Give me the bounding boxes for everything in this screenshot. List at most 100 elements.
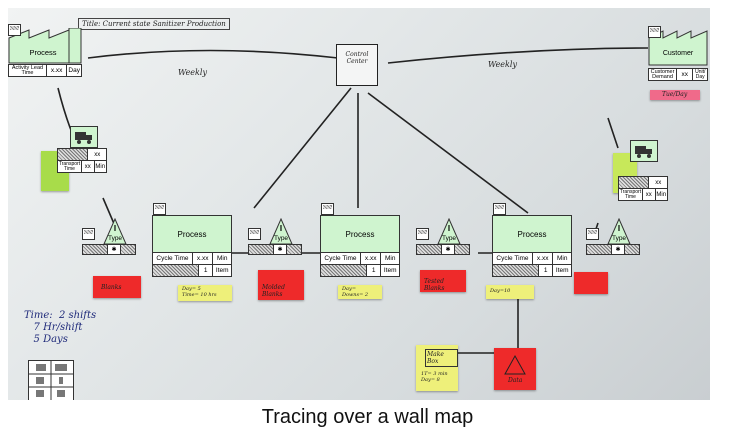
transport-right-unit: Min	[656, 191, 667, 198]
customer-data-box: Customer Demand xx Unit/ Day	[648, 68, 708, 81]
supplier-title: Process	[29, 48, 57, 57]
legend-grid-icon	[29, 361, 73, 400]
process-1-ct-label: Cycle Time	[153, 253, 193, 264]
day-note-1: Day= 5 Time= 10 hrs	[182, 286, 217, 298]
sticky-red-bottom: Data	[494, 348, 536, 390]
transport-box-right: xx Transport Time xx Min	[618, 176, 668, 201]
sticky-yellow-3: Day=10	[486, 285, 534, 299]
process-3-qty: 1	[539, 265, 554, 276]
transport-left-value2: xx	[82, 161, 95, 172]
process-3-ct-label: Cycle Time	[493, 253, 533, 264]
process-3-hatch	[493, 265, 539, 276]
transport-left-value: xx	[94, 151, 101, 158]
inventory-1-symbol: I	[113, 224, 117, 233]
sticky-yellow-2: Day= Downs= 2	[338, 285, 382, 299]
inventory-1-x-icon: ✱	[108, 245, 121, 254]
factory-icon	[8, 28, 82, 64]
supplier-factory: Process Activity Lead Time x.xx Day	[8, 20, 90, 90]
truck-icon-right	[635, 146, 652, 158]
process-2-title: Process	[321, 216, 399, 253]
customer-mini-icon	[648, 26, 661, 38]
supplier-row-label: Activity Lead Time	[9, 65, 47, 76]
inventory-4: I Type ✱	[586, 218, 640, 258]
sticky-pink-customer: Tue/Day	[650, 90, 700, 100]
day-note-2: Day= Downs= 2	[342, 286, 369, 298]
process-3-title: Process	[493, 216, 571, 253]
inventory-3-x-icon: ✱	[442, 245, 455, 254]
sticky-yellow-1: Day= 5 Time= 10 hrs	[178, 285, 232, 301]
inventory-4-x-icon: ✱	[612, 245, 625, 254]
inventory-4-mini-icon	[586, 228, 599, 240]
process-3-mini-icon	[493, 203, 506, 215]
red-bottom-label: Data	[508, 377, 523, 384]
process-1-mini-icon	[153, 203, 166, 215]
supplier-data-box: Activity Lead Time x.xx Day	[8, 64, 82, 77]
process-1-qty: 1	[199, 265, 214, 276]
control-center-label: Control Center	[345, 51, 369, 65]
wall-map-photo: Title: Current state Sanitizer Productio…	[8, 8, 710, 400]
truck-icon	[75, 132, 92, 144]
transport-right-value: xx	[655, 179, 662, 186]
process-3-qty-unit: Item	[555, 267, 569, 274]
inventory-2-type: Type	[273, 235, 289, 242]
process-1-title: Process	[153, 216, 231, 253]
inventory-3-type: Type	[441, 235, 457, 242]
truck-right	[630, 140, 658, 162]
inventory-1-mini-icon	[82, 228, 95, 240]
process-2-ct-label: Cycle Time	[321, 253, 361, 264]
customer-title: Customer	[662, 50, 694, 57]
legend-grid	[28, 360, 74, 400]
blanks2-label: Molded Blanks	[262, 284, 285, 298]
weekly-left-label: Weekly	[178, 68, 207, 77]
pink-customer-label: Tue/Day	[662, 91, 688, 98]
process-2-mini-icon	[321, 203, 334, 215]
process-box-1: Process Cycle Time x.xx Min 1 Item	[152, 203, 232, 277]
title-scribble: Title: Current state Sanitizer Productio…	[78, 18, 230, 30]
inventory-1-type: Type	[107, 235, 123, 242]
caption: Tracing over a wall map	[261, 406, 474, 428]
inventory-2-bar: ✱	[248, 244, 302, 255]
transport-left-unit: Min	[95, 163, 106, 170]
transport-right-label: Transport Time	[619, 189, 643, 200]
triangle-mark	[504, 354, 526, 375]
process-box-3: Process Cycle Time x.xx Min 1 Item	[492, 203, 572, 277]
process-3-ct-value: x.xx	[533, 253, 554, 264]
process-2-ct-value: x.xx	[361, 253, 382, 264]
inventory-2-mini-icon	[248, 228, 261, 240]
inventory-4-bar: ✱	[586, 244, 640, 255]
inventory-4-type: Type	[611, 235, 627, 242]
transport-right-hatch	[619, 177, 650, 188]
supplier-mini-icon	[8, 24, 21, 36]
process-2-qty-unit: Item	[383, 267, 397, 274]
sticky-make-box: Make Box 1T= 3 min Day= 8	[416, 345, 458, 391]
transport-left-hatch	[58, 149, 89, 160]
process-2-hatch	[321, 265, 367, 276]
day-note-3: Day=10	[490, 288, 511, 294]
transport-left-label: Transport Time	[58, 161, 82, 172]
weekly-right-label: Weekly	[488, 60, 517, 69]
inventory-2: I Type ✱	[248, 218, 302, 258]
inventory-3: I Type ✱	[416, 218, 470, 258]
inventory-2-x-icon: ✱	[274, 245, 287, 254]
customer-row-value: xx	[677, 69, 694, 80]
make-box-label: Make Box	[425, 349, 458, 367]
customer-factory: Customer Customer Demand xx Unit/ Day	[648, 20, 708, 95]
process-box-2: Process Cycle Time x.xx Min 1 Item	[320, 203, 400, 277]
process-1-ct-value: x.xx	[193, 253, 214, 264]
process-1-ct-unit: Min	[216, 255, 228, 262]
inventory-4-symbol: I	[617, 224, 621, 233]
customer-row-label: Customer Demand	[649, 69, 678, 80]
process-1-qty-unit: Item	[215, 267, 229, 274]
process-2-ct-unit: Min	[384, 255, 396, 262]
inventory-3-bar: ✱	[416, 244, 470, 255]
time-note: Time: 2 shifts 7 Hr/shift 5 Days	[24, 310, 97, 345]
truck-left	[70, 126, 98, 148]
customer-row-unit: Unit/ Day	[695, 69, 706, 80]
sticky-red-2: Molded Blanks	[258, 270, 304, 300]
inventory-1: I Type ✱	[82, 218, 136, 258]
process-3-ct-unit: Min	[556, 255, 568, 262]
transport-box-left: xx Transport Time xx Min	[57, 148, 107, 173]
blanks1-label: Blanks	[101, 284, 122, 291]
inventory-2-symbol: I	[279, 224, 283, 233]
process-2-qty: 1	[367, 265, 382, 276]
